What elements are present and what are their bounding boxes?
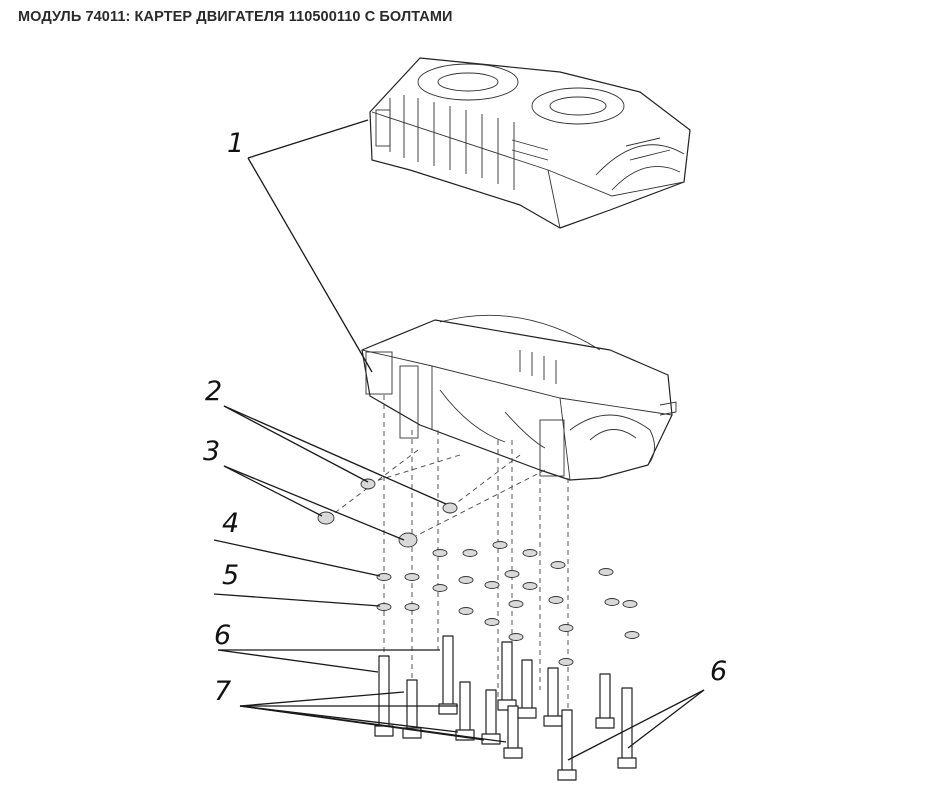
nuts-and-sleeves bbox=[317, 478, 458, 548]
callout-7: 7 bbox=[214, 676, 231, 707]
callout-6-right: 6 bbox=[710, 656, 727, 687]
callout-4: 4 bbox=[222, 508, 239, 539]
leader-lines bbox=[213, 119, 705, 761]
bolts bbox=[374, 635, 637, 781]
lower-crankcase-half bbox=[361, 314, 677, 481]
washers bbox=[376, 541, 640, 666]
callout-2: 2 bbox=[205, 376, 222, 407]
callout-6-left: 6 bbox=[214, 620, 231, 651]
callout-5: 5 bbox=[222, 560, 239, 591]
callout-3: 3 bbox=[203, 436, 220, 467]
upper-crankcase-half bbox=[369, 57, 691, 229]
assembly-lines bbox=[327, 395, 569, 710]
diagram-title: МОДУЛЬ 74011: КАРТЕР ДВИГАТЕЛЯ 110500110… bbox=[18, 9, 453, 25]
callout-1: 1 bbox=[227, 128, 244, 159]
